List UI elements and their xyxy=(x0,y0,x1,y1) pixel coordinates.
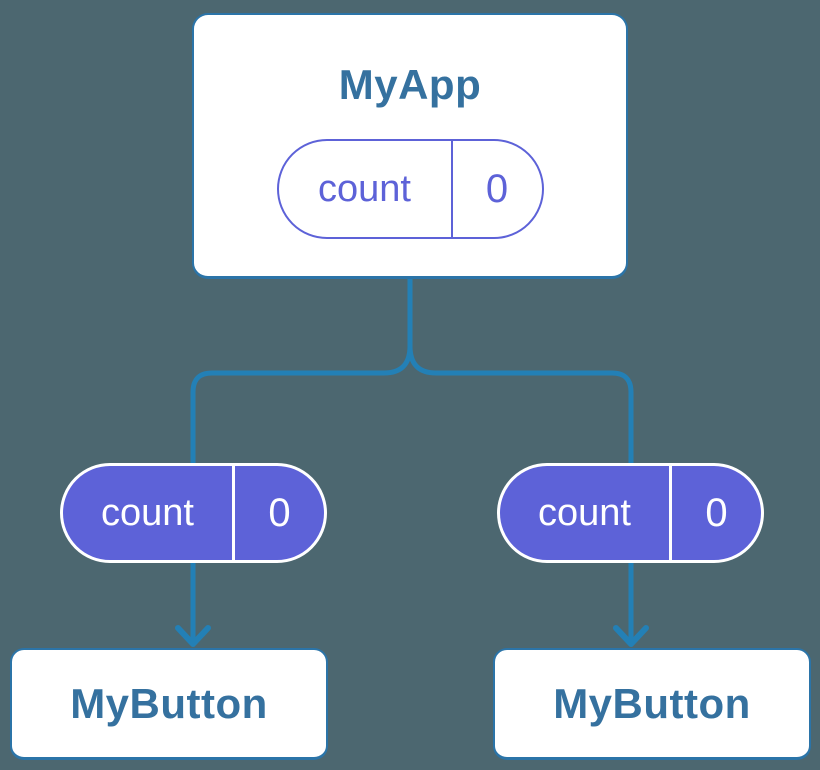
node-mybutton-left: MyButton xyxy=(10,648,328,760)
node-myapp: MyApp count 0 xyxy=(192,13,628,279)
pill-divider xyxy=(669,466,672,560)
state-pill: count 0 xyxy=(276,139,544,239)
connector-right-branch xyxy=(407,279,634,640)
prop-pill-right-key: count xyxy=(538,491,631,534)
node-mybutton-right-title: MyButton xyxy=(553,679,751,727)
prop-pill-right-value: 0 xyxy=(705,490,728,535)
prop-pill-left-value: 0 xyxy=(268,490,291,535)
arrow-down-right-icon xyxy=(613,625,649,647)
arrow-down-left-icon xyxy=(175,625,211,647)
state-pill-value: 0 xyxy=(485,166,509,211)
node-myapp-title: MyApp xyxy=(338,61,482,108)
node-mybutton-right: MyButton xyxy=(493,648,811,760)
connector-left-branch xyxy=(190,279,413,640)
pill-divider xyxy=(232,466,235,560)
pill-divider xyxy=(450,141,453,237)
node-mybutton-left-title: MyButton xyxy=(70,679,268,727)
state-pill-key: count xyxy=(318,167,411,210)
prop-pill-right: count 0 xyxy=(497,463,764,563)
prop-pill-left: count 0 xyxy=(60,463,327,563)
prop-pill-left-key: count xyxy=(101,491,194,534)
